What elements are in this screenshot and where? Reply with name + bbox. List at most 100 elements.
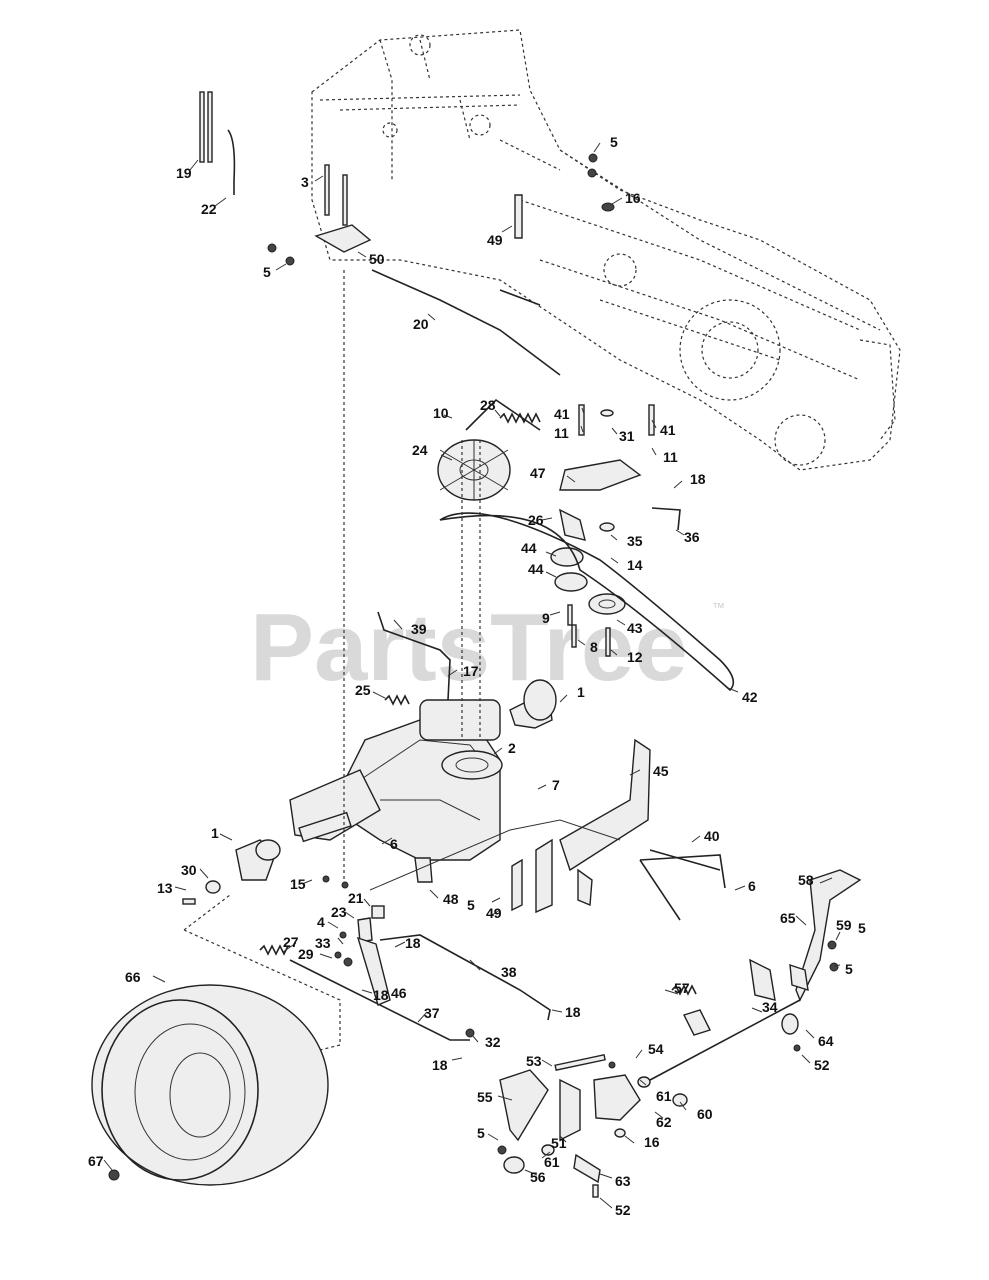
callout-15: 15 [290, 876, 306, 892]
callout-1: 1 [211, 825, 219, 841]
callout-5: 5 [477, 1125, 485, 1141]
brackets [369, 738, 726, 921]
callout-21: 21 [348, 890, 364, 906]
idler-assembly [439, 289, 735, 692]
callout-18: 18 [432, 1057, 448, 1073]
callout-5: 5 [467, 897, 475, 913]
callout-54: 54 [648, 1041, 664, 1057]
callout-11: 11 [554, 425, 569, 441]
callout-30: 30 [181, 862, 197, 878]
callout-51: 51 [551, 1135, 567, 1151]
callout-6: 6 [748, 878, 756, 894]
callout-55: 55 [477, 1089, 493, 1105]
callout-27: 27 [283, 934, 299, 950]
callout-50: 50 [369, 251, 385, 267]
callout-43: 43 [627, 620, 643, 636]
callout-49: 49 [487, 232, 503, 248]
cooling-fan [437, 439, 511, 501]
callout-11: 11 [663, 449, 678, 465]
callout-61: 61 [544, 1154, 560, 1170]
callout-labels: 19 22 3 5 50 5 16 49 20 10 28 41 11 31 4… [88, 134, 866, 1218]
callout-20: 20 [413, 316, 429, 332]
callout-34: 34 [762, 999, 778, 1015]
callout-22: 22 [201, 201, 217, 217]
callout-62: 62 [656, 1114, 672, 1130]
wheel-hub-left [182, 839, 281, 905]
callout-16: 16 [625, 190, 641, 206]
callout-42: 42 [742, 689, 758, 705]
callout-26: 26 [528, 512, 544, 528]
callout-5: 5 [263, 264, 271, 280]
callout-56: 56 [530, 1169, 546, 1185]
callout-66: 66 [125, 969, 141, 985]
callout-46: 46 [391, 985, 407, 1001]
callout-37: 37 [424, 1005, 440, 1021]
callout-23: 23 [331, 904, 347, 920]
cable [371, 269, 561, 376]
callout-47: 47 [530, 465, 546, 481]
callout-60: 60 [697, 1106, 713, 1122]
callout-52: 52 [814, 1057, 830, 1073]
pedal-assembly [497, 1054, 688, 1198]
callout-18: 18 [565, 1004, 581, 1020]
callout-57: 57 [674, 980, 690, 996]
callout-18: 18 [405, 935, 421, 951]
callout-36: 36 [684, 529, 700, 545]
trademark: ™ [712, 600, 725, 615]
callout-5: 5 [610, 134, 618, 150]
callout-3: 3 [301, 174, 309, 190]
callout-48: 48 [443, 891, 459, 907]
callout-24: 24 [412, 442, 428, 458]
callout-19: 19 [176, 165, 192, 181]
callout-17: 17 [463, 663, 479, 679]
callout-49: 49 [486, 905, 502, 921]
callout-32: 32 [485, 1034, 501, 1050]
callout-63: 63 [615, 1173, 631, 1189]
callout-65: 65 [780, 910, 796, 926]
callout-41: 41 [554, 406, 570, 422]
callout-18: 18 [690, 471, 706, 487]
callout-6: 6 [390, 836, 398, 852]
callout-5: 5 [858, 920, 866, 936]
callout-59: 59 [836, 917, 852, 933]
callout-38: 38 [501, 964, 517, 980]
spring-25 [384, 694, 410, 706]
linkage [259, 905, 551, 1041]
callout-44: 44 [521, 540, 537, 556]
callout-53: 53 [526, 1053, 542, 1069]
guide-lines [183, 270, 481, 1056]
callout-2: 2 [508, 740, 516, 756]
callout-31: 31 [619, 428, 635, 444]
callout-13: 13 [157, 880, 173, 896]
leader-lines [103, 142, 841, 1209]
callout-44: 44 [528, 561, 544, 577]
lift-lever [649, 869, 862, 1081]
spring [499, 412, 541, 424]
callout-52: 52 [615, 1202, 631, 1218]
callout-67: 67 [88, 1153, 104, 1169]
callout-41: 41 [660, 422, 676, 438]
callout-1: 1 [577, 684, 585, 700]
callout-39: 39 [411, 621, 427, 637]
callout-9: 9 [542, 610, 550, 626]
callout-35: 35 [627, 533, 643, 549]
transaxle [289, 699, 503, 889]
callout-5: 5 [845, 961, 853, 977]
callout-45: 45 [653, 763, 669, 779]
callout-8: 8 [590, 639, 598, 655]
callout-4: 4 [317, 914, 325, 930]
tractor-frame [311, 29, 901, 471]
callout-33: 33 [315, 935, 331, 951]
callout-40: 40 [704, 828, 720, 844]
callout-12: 12 [627, 649, 643, 665]
callout-28: 28 [480, 397, 496, 413]
callout-58: 58 [798, 872, 814, 888]
callout-10: 10 [433, 405, 449, 421]
rear-tire [91, 984, 329, 1186]
callout-7: 7 [552, 777, 560, 793]
wheel-hub-right [509, 679, 557, 729]
callout-61: 61 [656, 1088, 672, 1104]
callout-14: 14 [627, 557, 643, 573]
callout-29: 29 [298, 946, 314, 962]
